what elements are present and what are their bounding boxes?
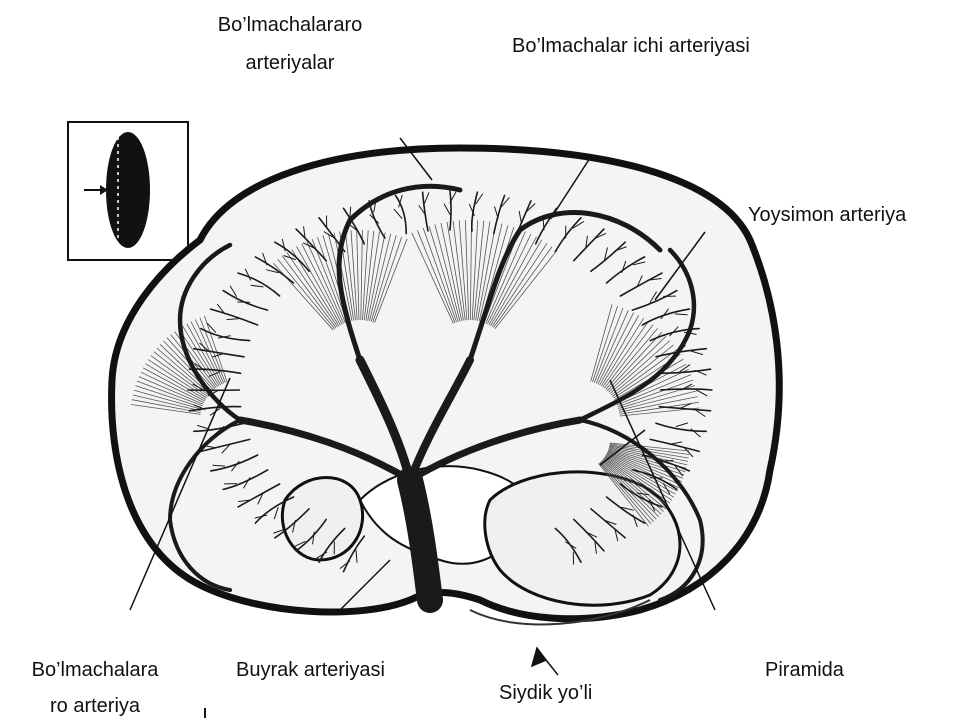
label-interlobular-top-line2: arteriyalar [195, 48, 385, 78]
label-pyramid: Piramida [765, 655, 844, 685]
orientation-inset [68, 122, 188, 260]
label-arcuate: Yoysimon arteriya [748, 200, 906, 230]
lower-left-lobe [282, 478, 362, 561]
label-interlobar: Bo’lmachalara ro arteriya [0, 655, 190, 721]
label-intralobular: Bo’lmachalar ichi arteriyasi [512, 31, 750, 61]
label-ureter: Siydik yo’li [499, 678, 592, 708]
label-renal-artery: Buyrak arteriyasi [236, 655, 385, 685]
label-interlobar-line1: Bo’lmachalara [0, 655, 190, 685]
label-interlobular-top-line1: Bo’lmachalararo [195, 10, 385, 40]
label-interlobar-line2: ro arteriya [0, 691, 190, 721]
kidney-body [112, 148, 780, 619]
inset-kidney-icon [106, 132, 150, 248]
ureter-arrow-icon [532, 648, 546, 666]
label-interlobular-top: Bo’lmachalararo arteriyalar [195, 10, 385, 78]
